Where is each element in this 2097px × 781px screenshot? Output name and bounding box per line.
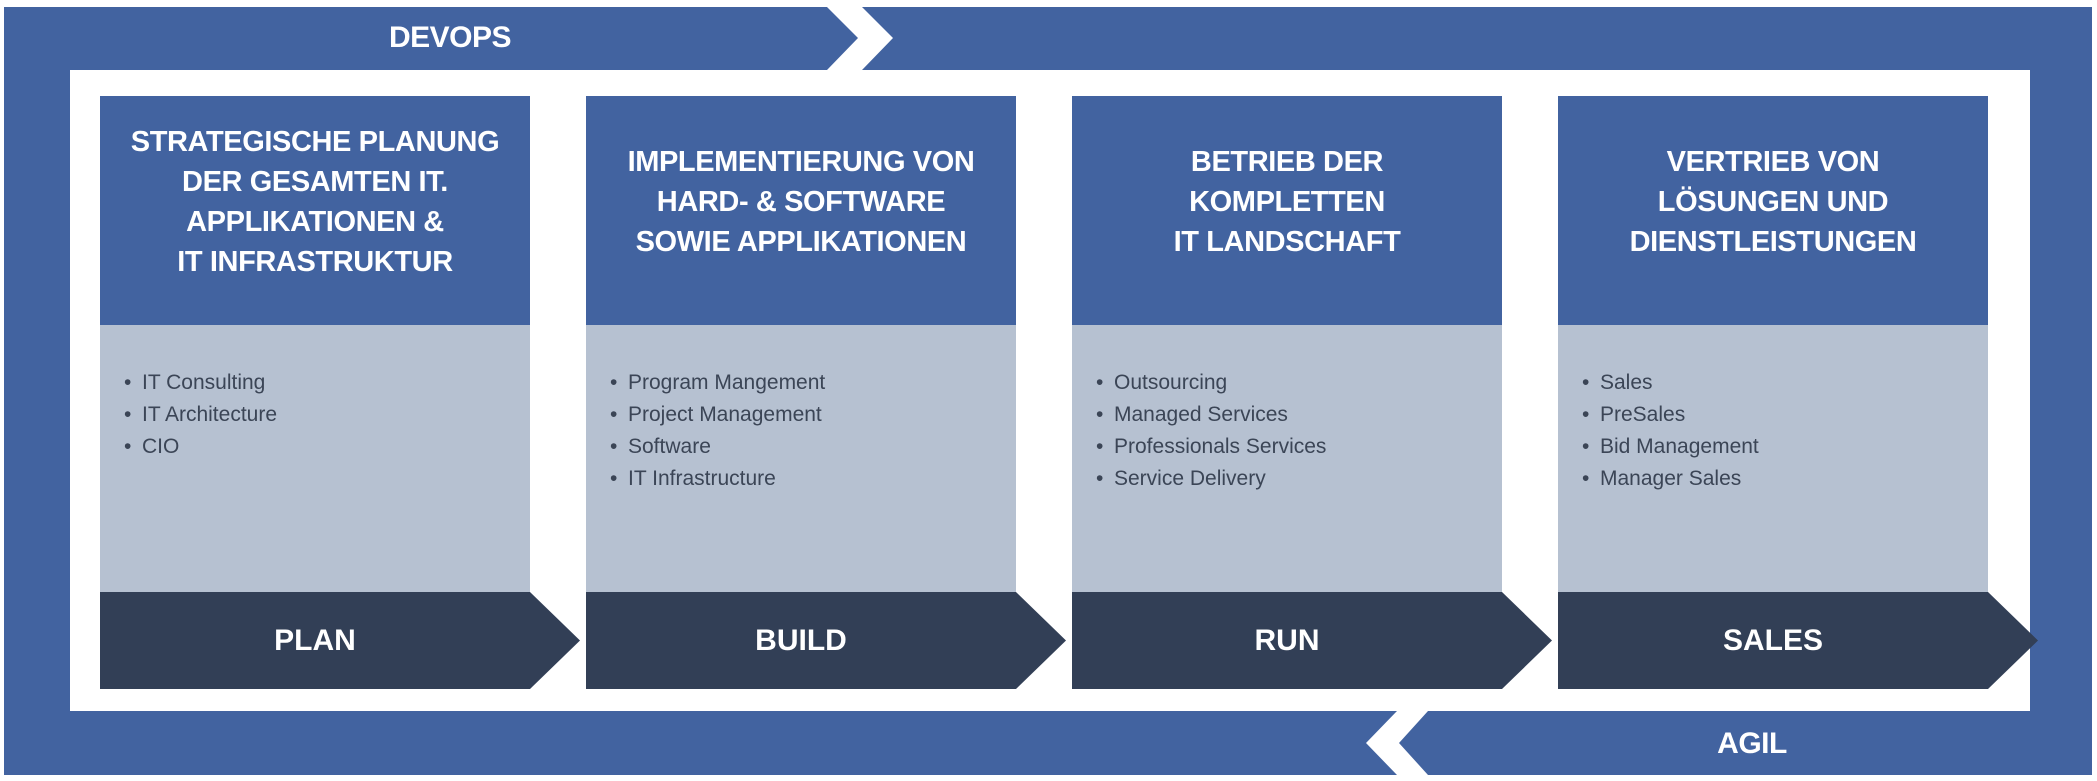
service-list: • Outsourcing • Managed Services • Profession…	[1072, 325, 1502, 495]
card-header: STRATEGISCHE PLANUNG DER GESAMTEN IT. AP…	[100, 96, 530, 325]
list-item-label: Program Mangement	[628, 371, 826, 394]
list-item-label: Professionals Services	[1114, 435, 1327, 458]
bullet-icon: •	[1582, 403, 1590, 426]
list-item: • Service Delivery	[1096, 463, 1502, 495]
list-item: • Outsourcing	[1096, 367, 1502, 399]
list-item: • CIO	[124, 431, 530, 463]
card-heading: BETRIEB DER KOMPLETTEN IT LANDSCHAFT	[1173, 145, 1401, 258]
list-item-label: Software	[628, 435, 711, 458]
list-item: • Project Management	[610, 399, 1016, 431]
bullet-icon: •	[1096, 467, 1104, 490]
card-header: VERTRIEB VON LÖSUNGEN UND DIENSTLEISTUNG…	[1558, 96, 1988, 325]
card-body: • Outsourcing • Managed Services • Profession…	[1072, 325, 1502, 592]
bullet-icon: •	[1582, 435, 1590, 458]
bottom-chevron-left-icon	[1366, 711, 1428, 775]
bullet-icon: •	[124, 371, 132, 394]
devops-label: DEVOPS	[388, 21, 512, 54]
list-item: • IT Consulting	[124, 367, 530, 399]
bullet-icon: •	[1096, 403, 1104, 426]
service-list: • Program Mangement • Project Management • So…	[586, 325, 1016, 495]
list-item-label: IT Consulting	[142, 371, 266, 394]
list-item: • Software	[610, 431, 1016, 463]
bullet-icon: •	[610, 467, 618, 490]
card-header: BETRIEB DER KOMPLETTEN IT LANDSCHAFT	[1072, 96, 1502, 325]
phase-arrow: SALES	[1558, 592, 2038, 689]
list-item: • IT Infrastructure	[610, 463, 1016, 495]
bullet-icon: •	[610, 435, 618, 458]
phase-arrow: PLAN	[100, 592, 580, 689]
card-body: • IT Consulting • IT Architecture • CIO	[100, 325, 530, 592]
list-item-label: Service Delivery	[1114, 467, 1266, 490]
bullet-icon: •	[1096, 435, 1104, 458]
phase-label: BUILD	[755, 624, 847, 657]
list-item: • IT Architecture	[124, 399, 530, 431]
bullet-icon: •	[610, 371, 618, 394]
list-item-label: IT Architecture	[142, 403, 278, 426]
card-build: IMPLEMENTIERUNG VON HARD- & SOFTWARE SOW…	[586, 96, 1066, 689]
list-item-label: Managed Services	[1114, 403, 1288, 426]
list-item: • Program Mangement	[610, 367, 1016, 399]
list-item: • Manager Sales	[1582, 463, 1988, 495]
list-item-label: Project Management	[628, 403, 822, 426]
list-item-label: IT Infrastructure	[628, 467, 776, 490]
top-chevron-right-icon	[827, 7, 893, 70]
phase-label: SALES	[1722, 624, 1824, 657]
card-run: BETRIEB DER KOMPLETTEN IT LANDSCHAFT • Ou…	[1072, 96, 1552, 689]
service-list: • IT Consulting • IT Architecture • CIO	[100, 325, 530, 463]
list-item-label: CIO	[142, 435, 180, 458]
agil-label: AGIL	[1717, 727, 1787, 760]
list-item-label: Bid Management	[1600, 435, 1759, 458]
card-heading: STRATEGISCHE PLANUNG DER GESAMTEN IT. AP…	[130, 125, 500, 278]
list-item-label: Sales	[1600, 371, 1653, 394]
bullet-icon: •	[124, 435, 132, 458]
bullet-icon: •	[1582, 371, 1590, 394]
list-item: • PreSales	[1582, 399, 1988, 431]
list-item-label: Manager Sales	[1600, 467, 1742, 490]
card-body: • Program Mangement • Project Management • So…	[586, 325, 1016, 592]
service-list: • Sales • PreSales • Bid Management • Manager S…	[1558, 325, 1988, 495]
list-item: • Bid Management	[1582, 431, 1988, 463]
card-heading: VERTRIEB VON LÖSUNGEN UND DIENSTLEISTUNG…	[1629, 145, 1917, 258]
list-item: • Professionals Services	[1096, 431, 1502, 463]
bullet-icon: •	[1096, 371, 1104, 394]
list-item-label: PreSales	[1600, 403, 1686, 426]
bullet-icon: •	[610, 403, 618, 426]
list-item: • Managed Services	[1096, 399, 1502, 431]
bullet-icon: •	[124, 403, 132, 426]
card-header: IMPLEMENTIERUNG VON HARD- & SOFTWARE SOW…	[586, 96, 1016, 325]
phase-label: RUN	[1254, 624, 1320, 657]
card-plan: STRATEGISCHE PLANUNG DER GESAMTEN IT. AP…	[100, 96, 580, 689]
phase-arrow: BUILD	[586, 592, 1066, 689]
card-body: • Sales • PreSales • Bid Management • Manager S…	[1558, 325, 1988, 592]
card-heading: IMPLEMENTIERUNG VON HARD- & SOFTWARE SOW…	[627, 145, 975, 258]
list-item-label: Outsourcing	[1114, 371, 1228, 394]
phase-label: PLAN	[274, 624, 356, 657]
card-sales: VERTRIEB VON LÖSUNGEN UND DIENSTLEISTUNG…	[1558, 96, 2038, 689]
phase-arrow: RUN	[1072, 592, 1552, 689]
list-item: • Sales	[1582, 367, 1988, 399]
bullet-icon: •	[1582, 467, 1590, 490]
